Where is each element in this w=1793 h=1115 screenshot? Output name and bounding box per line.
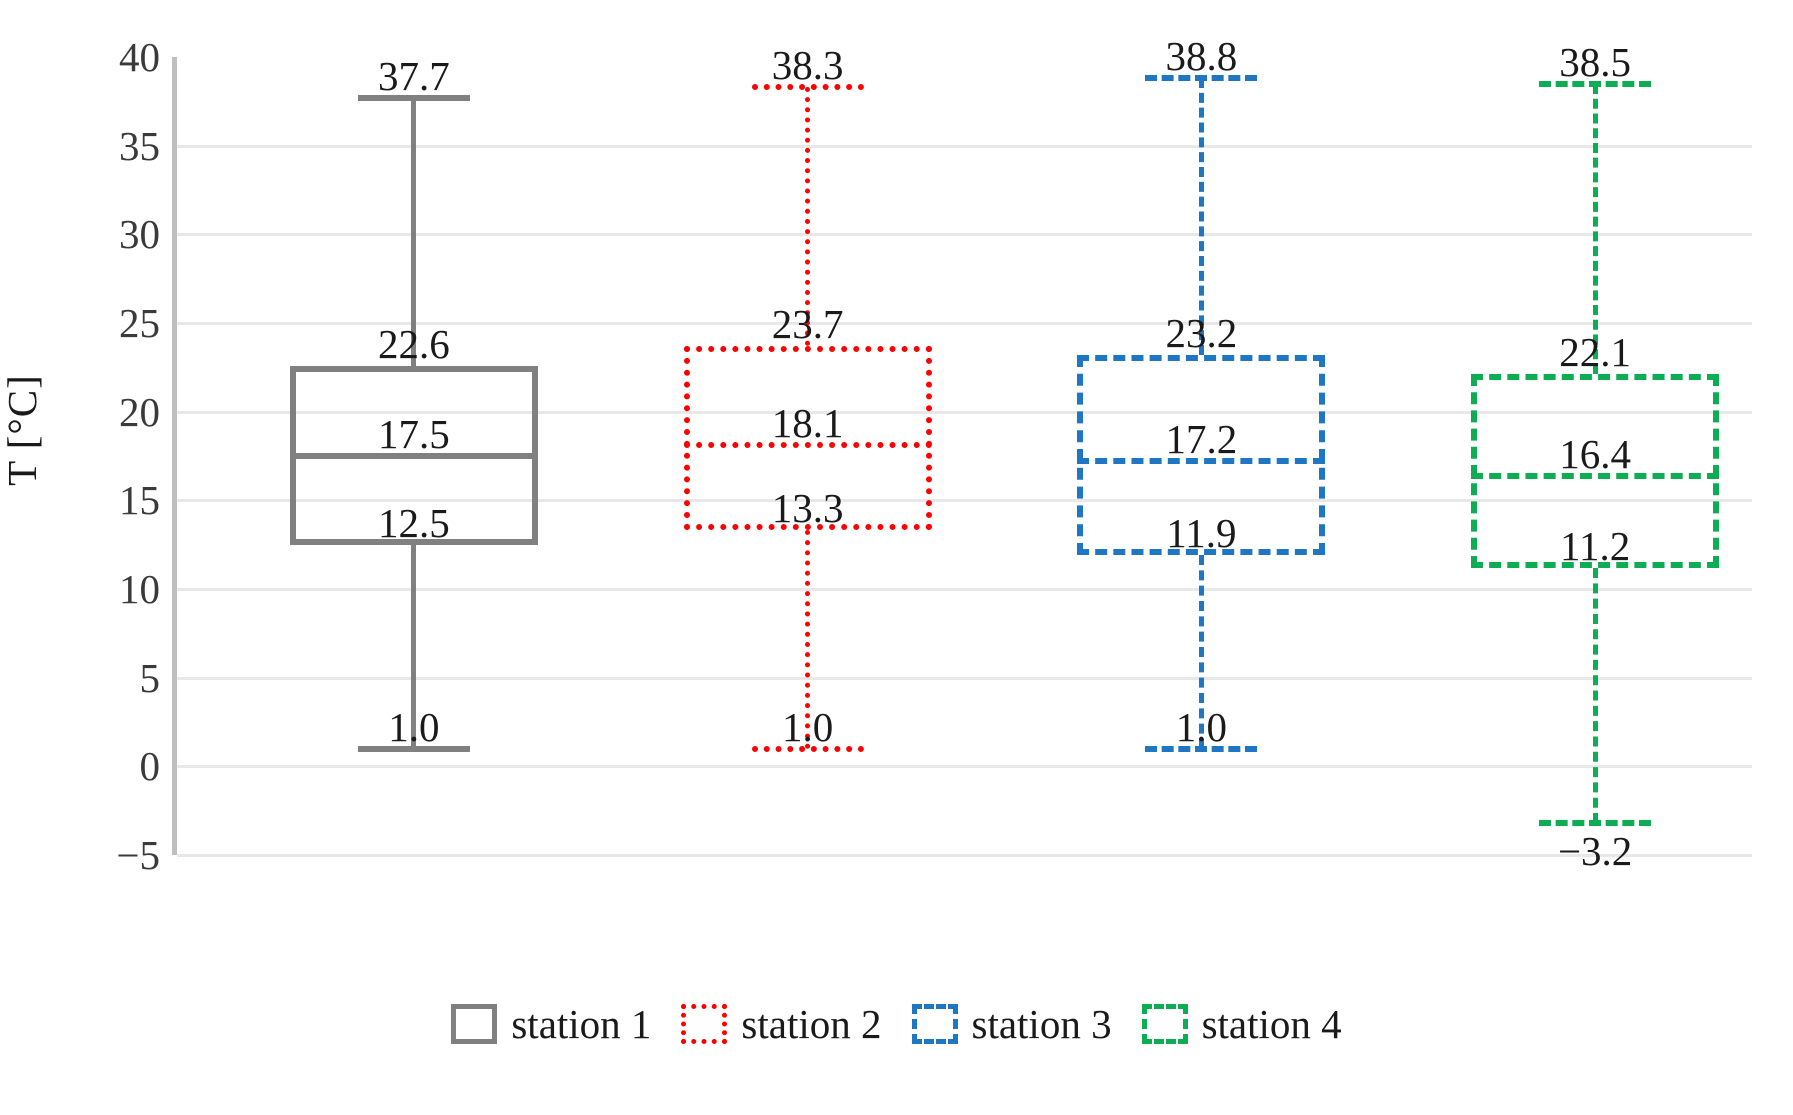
label-median: 17.5 (378, 411, 450, 457)
whisker-upper (1592, 83, 1598, 375)
median-line (289, 453, 538, 459)
gridline (177, 322, 1752, 325)
boxplot-series[interactable]: 38.5 22.1 16.4 11.2 −3.2 (177, 39, 1752, 874)
label-median: 16.4 (1559, 430, 1631, 477)
whisker-lower (805, 530, 811, 749)
legend-label: station 4 (1201, 1001, 1342, 1047)
median-line (683, 442, 932, 449)
y-tick-label: 0 (139, 743, 161, 790)
label-q3: 23.2 (1165, 309, 1238, 356)
label-min: −3.2 (1557, 828, 1633, 875)
label-q1: 11.9 (1166, 510, 1237, 557)
y-tick-label: 35 (119, 122, 160, 169)
legend-item-station-4[interactable]: station 4 (1141, 1000, 1342, 1048)
legend-label: station 1 (511, 1001, 652, 1047)
label-max: 37.7 (378, 52, 450, 99)
y-tick-label: 30 (119, 211, 160, 258)
label-q1: 12.5 (378, 499, 450, 546)
whisker-cap-lower (1539, 820, 1652, 827)
label-median: 18.1 (771, 400, 844, 447)
legend-swatch-icon (911, 1004, 958, 1044)
legend-swatch-icon (681, 1004, 728, 1044)
legend-swatch-icon (451, 1004, 498, 1044)
whisker-cap-lower (1145, 745, 1258, 752)
y-tick-label: 15 (119, 477, 160, 524)
median-line (1077, 458, 1326, 465)
gridline (177, 854, 1752, 857)
whisker-cap-upper (1145, 75, 1258, 82)
label-max: 38.3 (771, 42, 844, 89)
label-q3: 22.1 (1559, 329, 1631, 376)
y-tick-label: 5 (139, 654, 161, 701)
boxplot-series[interactable]: 38.8 23.2 17.2 11.9 1.0 (177, 33, 1752, 855)
label-q1: 11.2 (1560, 522, 1631, 569)
gridline (177, 144, 1752, 148)
gridline (177, 233, 1752, 237)
y-tick-label: 40 (119, 34, 160, 80)
box-iqr[interactable] (683, 346, 932, 531)
whisker-cap-upper (1539, 80, 1652, 87)
y-tick-label: −5 (116, 832, 160, 878)
legend-label: station 2 (741, 1001, 882, 1047)
label-max: 38.8 (1165, 33, 1238, 80)
whisker-cap-lower (357, 745, 470, 752)
boxplot-series[interactable]: 37.7 22.6 17.5 12.5 1.0 (177, 53, 1752, 855)
label-q1: 13.3 (771, 485, 844, 532)
whisker-cap-upper (357, 94, 470, 101)
box-iqr[interactable] (1077, 354, 1326, 556)
label-min: 1.0 (388, 703, 440, 750)
label-max: 38.5 (1559, 38, 1631, 85)
legend-label: station 3 (971, 1001, 1112, 1047)
legend-item-station-3[interactable]: station 3 (911, 1000, 1112, 1048)
legend-item-station-1[interactable]: station 1 (451, 1000, 651, 1048)
whisker-lower (1592, 567, 1598, 824)
box-iqr[interactable] (1471, 374, 1720, 568)
boxplot-series[interactable]: 38.3 23.7 18.1 13.3 1.0 (177, 42, 1752, 855)
label-min: 1.0 (1175, 703, 1227, 750)
y-axis-tick-labels: 40 35 30 25 20 15 10 5 0 −5 (40, 0, 160, 1115)
label-min: 1.0 (782, 703, 834, 750)
gridline (177, 499, 1752, 503)
y-tick-label: 25 (119, 300, 160, 346)
whisker-cap-upper (751, 84, 864, 91)
label-q3: 23.7 (771, 301, 844, 348)
label-q3: 22.6 (378, 320, 450, 367)
whisker-cap-lower (751, 745, 864, 752)
gridline (177, 765, 1752, 769)
label-median: 17.2 (1165, 416, 1238, 463)
y-tick-label: 10 (119, 566, 160, 612)
whisker-lower (1198, 555, 1204, 749)
legend-swatch-icon (1141, 1004, 1188, 1044)
whisker-upper (805, 87, 811, 347)
gridline (177, 676, 1752, 680)
gridline (177, 410, 1752, 414)
legend-item-station-2[interactable]: station 2 (681, 1000, 882, 1048)
whisker-upper (1198, 78, 1204, 355)
whisker-upper (411, 97, 417, 366)
gridline (177, 588, 1752, 591)
whisker-lower (411, 544, 417, 749)
median-line (1471, 472, 1720, 479)
legend: station 1 station 2 station 3 station 4 (0, 1000, 1793, 1048)
y-tick-label: 20 (119, 388, 160, 435)
